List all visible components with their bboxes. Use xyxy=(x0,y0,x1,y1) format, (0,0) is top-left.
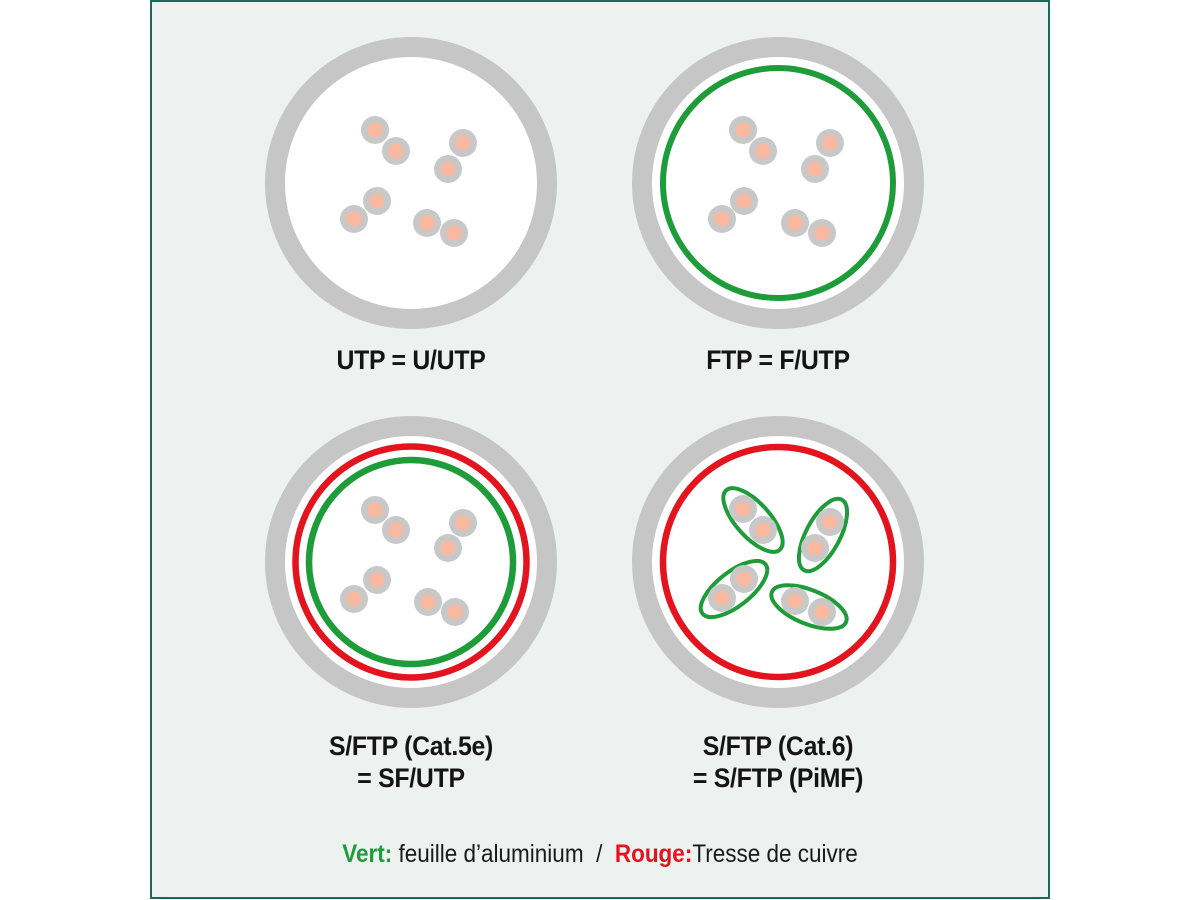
pair-foil-shields xyxy=(698,486,850,631)
braid-shield-ring xyxy=(292,443,530,681)
cable-ftp xyxy=(632,37,924,329)
braid-shield-ring xyxy=(659,443,897,681)
label-line-1: S/FTP (Cat.5e) xyxy=(328,731,494,761)
foil-shield-ring xyxy=(305,456,517,668)
label-line-2: = SF/UTP xyxy=(357,763,465,793)
label-sftp-cat5e: S/FTP (Cat.5e) = SF/UTP xyxy=(245,730,576,794)
legend-red-key: Rouge: xyxy=(614,840,693,868)
foil-shield-ring xyxy=(660,65,896,301)
legend-red-text: Tresse de cuivre xyxy=(692,840,858,868)
cable-sftp-cat6 xyxy=(632,416,924,708)
label-sftp-cat6: S/FTP (Cat.6) = S/FTP (PiMF) xyxy=(612,730,943,794)
label-ftp: FTP = F/UTP xyxy=(612,344,943,376)
legend-green-key: Vert: xyxy=(342,840,393,868)
color-legend: Vert: feuille d’aluminium / Rouge:Tresse… xyxy=(240,838,960,870)
cable-sftp-cat5e xyxy=(265,416,557,708)
label-line-1: S/FTP (Cat.6) xyxy=(702,731,854,761)
label-line-2: = S/FTP (PiMF) xyxy=(692,763,864,793)
cable-utp xyxy=(265,37,557,329)
cable-jacket xyxy=(632,416,924,708)
label-utp: UTP = U/UTP xyxy=(245,344,576,376)
cable-jacket xyxy=(632,37,924,329)
cable-jacket xyxy=(265,37,557,329)
legend-green-text: feuille d’aluminium / xyxy=(392,840,615,868)
label-line-1: FTP = F/UTP xyxy=(706,345,850,375)
cable-jacket xyxy=(265,416,557,708)
label-line-1: UTP = U/UTP xyxy=(336,345,486,375)
